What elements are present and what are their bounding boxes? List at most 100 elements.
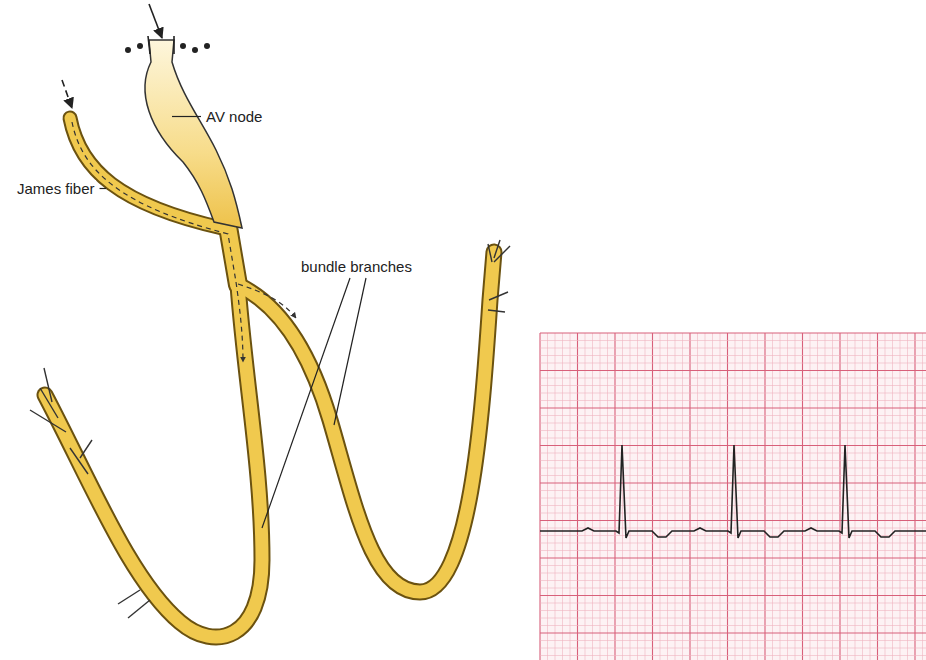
grid-line [780,333,781,660]
grid-line [712,333,713,660]
grid-line [540,423,926,424]
grid-line [540,520,926,521]
grid-line [540,363,926,364]
grid-line [592,333,593,660]
grid-line [787,333,788,660]
grid-line [540,332,926,333]
grid-line [540,550,926,551]
ecg-grid [540,333,926,660]
grid-line [682,333,683,660]
grid-line [742,333,743,660]
grid-line [877,333,878,660]
av-node-shape [145,40,242,228]
grid-line [540,535,926,536]
grid-line [539,333,540,660]
grid-line [540,655,926,656]
part-label: AV node [205,108,263,125]
grid-line [540,648,926,649]
tube-outline [45,118,494,637]
grid-line [540,565,926,566]
input-arrow [149,4,162,38]
grid-line [697,333,698,660]
grid-line [922,333,923,660]
label-anchor: bundle branches [300,258,413,276]
grid-line [727,333,728,660]
grid-line [660,333,661,660]
grid-line [885,333,886,660]
grid-line [667,333,668,660]
grid-line [562,333,563,660]
ecg-paper [540,333,926,660]
grid-line [540,573,926,574]
grid-line [540,430,926,431]
james-input-arrow [62,80,72,108]
grid-line [540,543,926,544]
part-label: James fiber [16,180,96,197]
grid-line [892,333,893,660]
grid-line [795,333,796,660]
grid-line [720,333,721,660]
grid-line [540,603,926,604]
grid-line [637,333,638,660]
ecg-trace [540,445,926,538]
grid-line [547,333,548,660]
grid-line [802,333,803,660]
grid-line [855,333,856,660]
purkinje-fibers [30,240,510,618]
grid-line [540,610,926,611]
grid-line [675,333,676,660]
grid-line [540,640,926,641]
grid-line [540,632,926,633]
grid-line [540,588,926,589]
grid-line [540,378,926,379]
leader-line [172,116,201,117]
tube-fill [45,118,494,637]
grid-line [810,333,811,660]
entry-ticks [148,36,174,54]
grid-line [825,333,826,660]
atrial-dots [125,43,210,53]
grid-line [540,415,926,416]
grid-line [540,407,926,408]
grid-line [870,333,871,660]
grid-line [540,528,926,529]
grid-line [540,625,926,626]
grid-line [540,385,926,386]
leader-line [100,188,106,189]
grid-line [900,333,901,660]
grid-line [735,333,736,660]
grid-line [614,333,615,660]
grid-line [839,333,840,660]
label-anchor: AV node [205,108,263,126]
label-anchor: James fiber [16,180,96,198]
grid-line [540,400,926,401]
grid-line [764,333,765,660]
leader-line [334,278,366,425]
grid-line [817,333,818,660]
grid-line [907,333,908,660]
grid-line [540,393,926,394]
grid-line [540,370,926,371]
grid-line [540,438,926,439]
grid-line [540,348,926,349]
grid-line [832,333,833,660]
grid-line [757,333,758,660]
grid-line [577,333,578,660]
grid-line [540,580,926,581]
conduction-path [72,122,296,362]
grid-line [645,333,646,660]
grid-line [585,333,586,660]
grid-line [622,333,623,660]
grid-line [600,333,601,660]
grid-line [540,557,926,558]
grid-line [540,355,926,356]
leader-line [262,278,350,528]
grid-line [862,333,863,660]
grid-line [705,333,706,660]
grid-line [540,505,926,506]
grid-line [540,513,926,514]
grid-line [540,595,926,596]
